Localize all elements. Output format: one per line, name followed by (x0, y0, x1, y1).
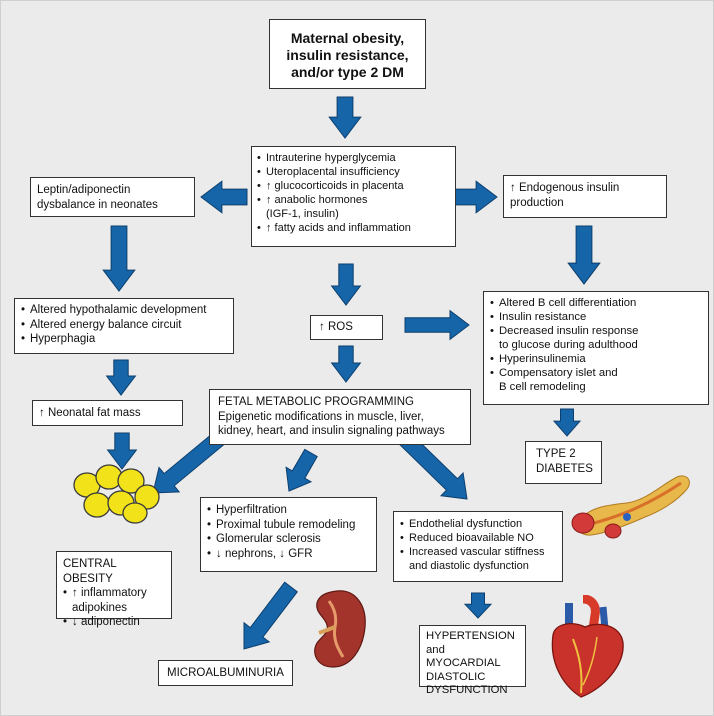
intrauterine-item: ↑ fatty acids and inflammation (257, 221, 450, 235)
intrauterine-item: ↑ glucocorticoids in placenta (257, 179, 450, 193)
kidney-effects-item: ↓ nephrons, ↓ GFR (207, 547, 370, 562)
hypothalamic-item: Altered hypothalamic development (21, 303, 227, 318)
leptin-adiponectin-box: Leptin/adiponectin dysbalance in neonate… (30, 177, 195, 217)
endogenous-insulin-box: ↑ Endogenous insulin production (503, 175, 667, 218)
arrow-maternal-to-intrauterine (328, 96, 362, 139)
vascular-item: Increased vascular stiffness and diastol… (400, 545, 556, 573)
arrow-intrauterine-to-leptin (200, 180, 248, 214)
arrow-vascular-to-hypertension (463, 592, 493, 619)
intrauterine-item: Uteroplacental insufficiency (257, 165, 450, 179)
fetal-programming-box: FETAL METABOLIC PROGRAMMING Epigenetic m… (209, 389, 471, 445)
maternal-obesity-box: Maternal obesity, insulin resistance, an… (269, 19, 426, 89)
fetal-programming-heading: FETAL METABOLIC PROGRAMMING (218, 396, 414, 408)
vascular-item: Endothelial dysfunction (400, 517, 556, 531)
hypertension-box: HYPERTENSION and MYOCARDIAL DIASTOLIC DY… (419, 625, 526, 696)
intrauterine-factors-box: Intrauterine hyperglycemia Uteroplacenta… (251, 146, 456, 247)
kidney-effects-item: Hyperfiltration (207, 503, 370, 518)
b-cell-item: Hyperinsulinemia (490, 352, 702, 366)
b-cell-item: Compensatory islet and B cell remodeling (490, 366, 702, 394)
arrow-intrauterine-to-ros (330, 263, 362, 306)
vascular-item: Reduced bioavailable NO (400, 531, 556, 545)
central-obesity-box: CENTRAL OBESITY ↑ inflammatory adipokine… (56, 551, 172, 629)
ros-box: ↑ ROS (310, 315, 383, 340)
neonatal-fat-box: ↑ Neonatal fat mass (32, 400, 183, 426)
arrow-fetal-to-kidney (285, 448, 318, 492)
central-obesity-item: ↓ adiponectin (63, 615, 165, 630)
kidney-effects-item: Proximal tubule remodeling (207, 518, 370, 533)
arrow-leptin-to-hypothalamic (102, 225, 136, 292)
b-cell-item: Decreased insulin response to glucose du… (490, 324, 702, 352)
arrow-endogenous-to-bcell (567, 225, 601, 285)
hypothalamic-item: Altered energy balance circuit (21, 318, 227, 333)
intrauterine-item: Intrauterine hyperglycemia (257, 151, 450, 165)
type2-diabetes-box: TYPE 2 DIABETES (525, 441, 602, 484)
arrow-fatmass-to-cells (106, 432, 138, 470)
b-cell-box: Altered B cell differentiation Insulin r… (483, 291, 709, 405)
b-cell-item: Insulin resistance (490, 310, 702, 324)
hypothalamic-item: Hyperphagia (21, 332, 227, 347)
central-obesity-heading: CENTRAL OBESITY (63, 558, 117, 585)
kidney-effects-item: Glomerular sclerosis (207, 532, 370, 547)
arrow-bcell-to-type2 (552, 408, 582, 437)
central-obesity-item: ↑ inflammatory adipokines (63, 586, 165, 615)
arrow-ros-to-bcell (404, 309, 470, 341)
arrow-ros-to-fetal (330, 345, 362, 383)
kidney-effects-box: Hyperfiltration Proximal tubule remodeli… (200, 497, 377, 572)
b-cell-item: Altered B cell differentiation (490, 296, 702, 310)
pancreas-icon (571, 475, 690, 539)
microalbuminuria-box: MICROALBUMINURIA (158, 660, 293, 686)
heart-icon (551, 595, 624, 698)
hypothalamic-box: Altered hypothalamic development Altered… (14, 298, 234, 354)
arrow-hypothalamic-to-fatmass (105, 359, 137, 396)
intrauterine-item: ↑ anabolic hormones (IGF-1, insulin) (257, 193, 450, 221)
kidney-icon (314, 590, 366, 668)
fetal-programming-body: Epigenetic modifications in muscle, live… (218, 410, 445, 438)
fat-cells-icon (73, 464, 160, 524)
vascular-dysfunction-box: Endothelial dysfunction Reduced bioavail… (393, 511, 563, 582)
arrow-kidney-to-microalbuminuria (243, 581, 299, 650)
